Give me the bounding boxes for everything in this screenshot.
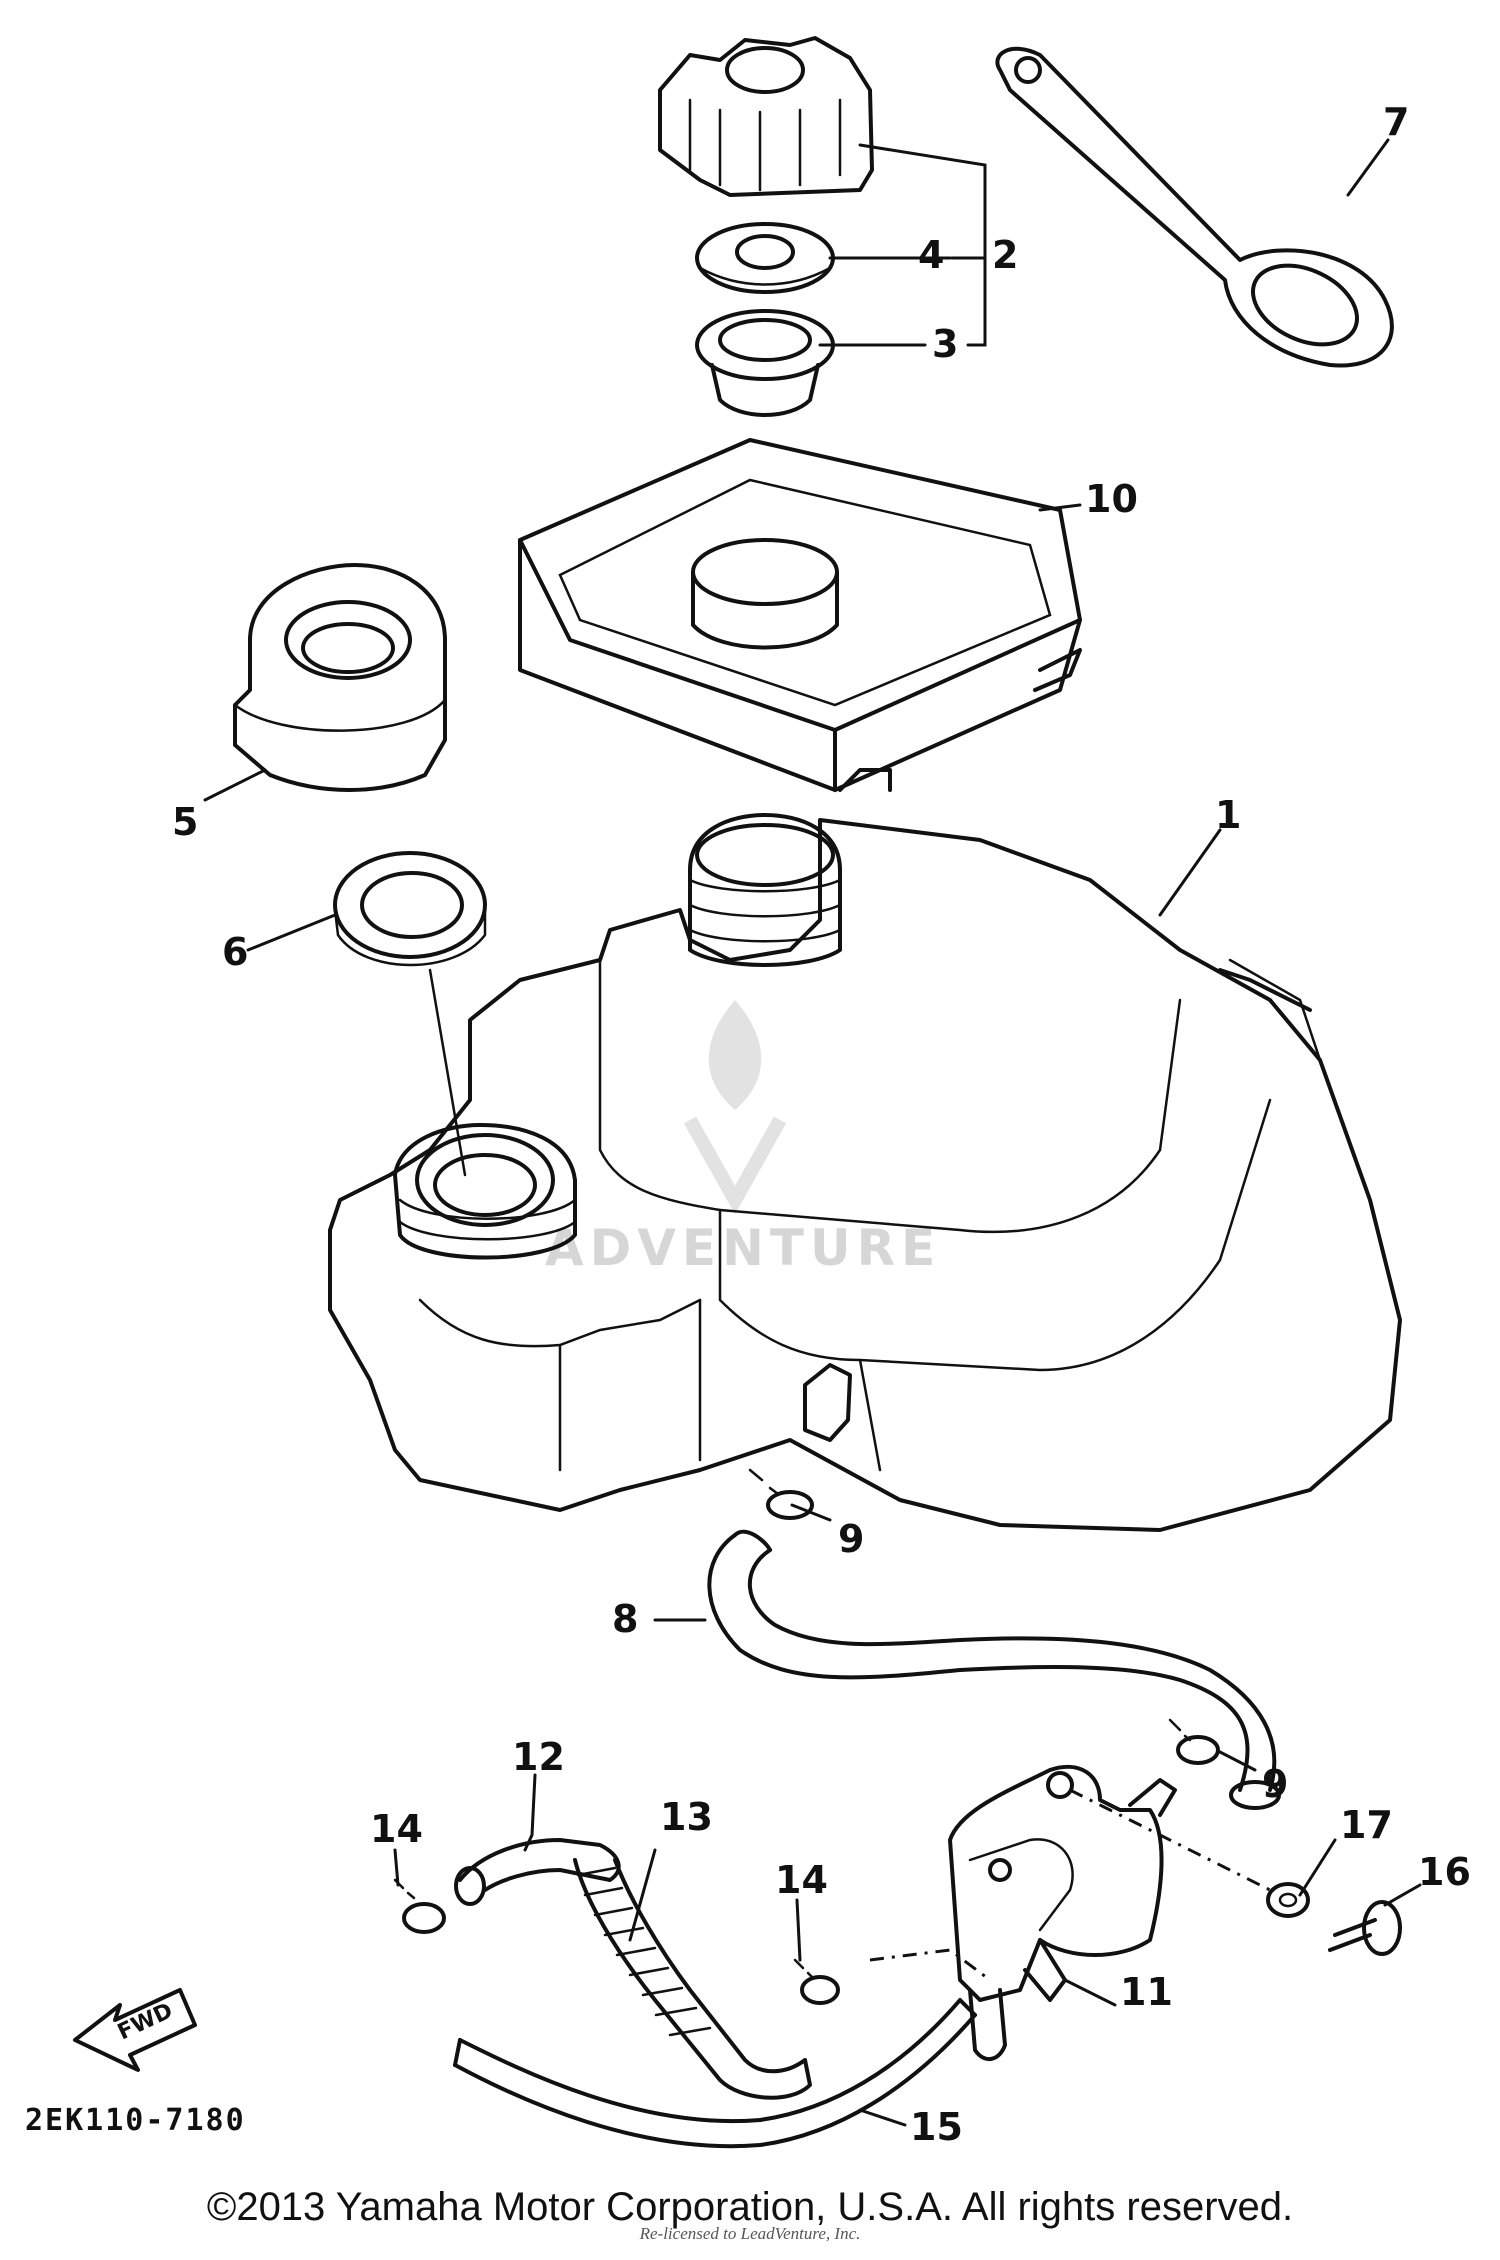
watermark-text: ADVENTURE xyxy=(545,1219,941,1277)
leader-lines xyxy=(203,138,1422,2127)
part-16-screw[interactable] xyxy=(1328,1900,1402,1956)
part-2-fuel-cap[interactable] xyxy=(658,36,874,197)
alignment-line-17 xyxy=(1069,1788,1271,1892)
fwd-arrow: FWD xyxy=(73,1988,197,2072)
callout-9-lower: 9 xyxy=(1262,1762,1288,1806)
callout-11: 11 xyxy=(1120,1970,1173,2014)
part-1-fuel-tank[interactable] xyxy=(328,813,1402,1532)
callout-12: 12 xyxy=(512,1735,565,1779)
callout-15: 15 xyxy=(910,2105,963,2149)
license-credit: Re-licensed to LeadVenture, Inc. xyxy=(639,2224,861,2243)
copyright-notice: ©2013 Yamaha Motor Corporation, U.S.A. A… xyxy=(206,2185,1294,2229)
part-8-hose[interactable] xyxy=(707,1529,1281,1810)
part-4-gasket[interactable] xyxy=(695,222,835,294)
callout-14-left: 14 xyxy=(370,1807,423,1851)
part-17-washer[interactable] xyxy=(1266,1882,1310,1918)
callout-14-right: 14 xyxy=(775,1858,828,1902)
callout-2: 2 xyxy=(992,233,1018,277)
alignment-line-14 xyxy=(869,1948,991,1982)
callout-3: 3 xyxy=(932,322,958,366)
callouts: 1 2 3 4 5 6 7 8 9 9 10 11 12 13 14 14 15… xyxy=(172,100,1471,2149)
part-9-clip-lower[interactable] xyxy=(1168,1718,1220,1765)
callout-6: 6 xyxy=(222,930,248,974)
callout-17: 17 xyxy=(1340,1803,1393,1847)
alignment-line-6 xyxy=(428,968,467,1177)
part-3-strainer[interactable] xyxy=(695,309,835,417)
callout-16: 16 xyxy=(1418,1850,1471,1894)
part-6-seal[interactable] xyxy=(333,851,487,967)
part-10-tray[interactable] xyxy=(518,438,1082,792)
part-5-collar[interactable] xyxy=(233,563,447,792)
part-9-clip-upper[interactable] xyxy=(748,1468,814,1520)
callout-8: 8 xyxy=(612,1597,638,1641)
callout-10: 10 xyxy=(1085,477,1138,521)
callout-1: 1 xyxy=(1215,793,1241,837)
callout-9-upper: 9 xyxy=(838,1517,864,1561)
part-11-fuel-cock[interactable] xyxy=(948,1764,1177,2061)
part-13-spring[interactable] xyxy=(573,1858,812,2100)
diagram-code: 2EK110-7180 xyxy=(25,2103,246,2138)
callout-13: 13 xyxy=(660,1795,713,1839)
watermark: ADVENTURE xyxy=(545,1000,941,1277)
callout-4: 4 xyxy=(918,233,944,277)
part-14-clip-right[interactable] xyxy=(793,1958,840,2005)
part-14-clip-left[interactable] xyxy=(393,1878,446,1934)
callout-5: 5 xyxy=(172,800,198,844)
callout-7: 7 xyxy=(1383,100,1409,144)
part-7-cap-wrench[interactable] xyxy=(995,46,1394,368)
part-15-hose[interactable] xyxy=(453,1998,977,2149)
part-12-fuel-pipe[interactable] xyxy=(454,1838,621,1906)
